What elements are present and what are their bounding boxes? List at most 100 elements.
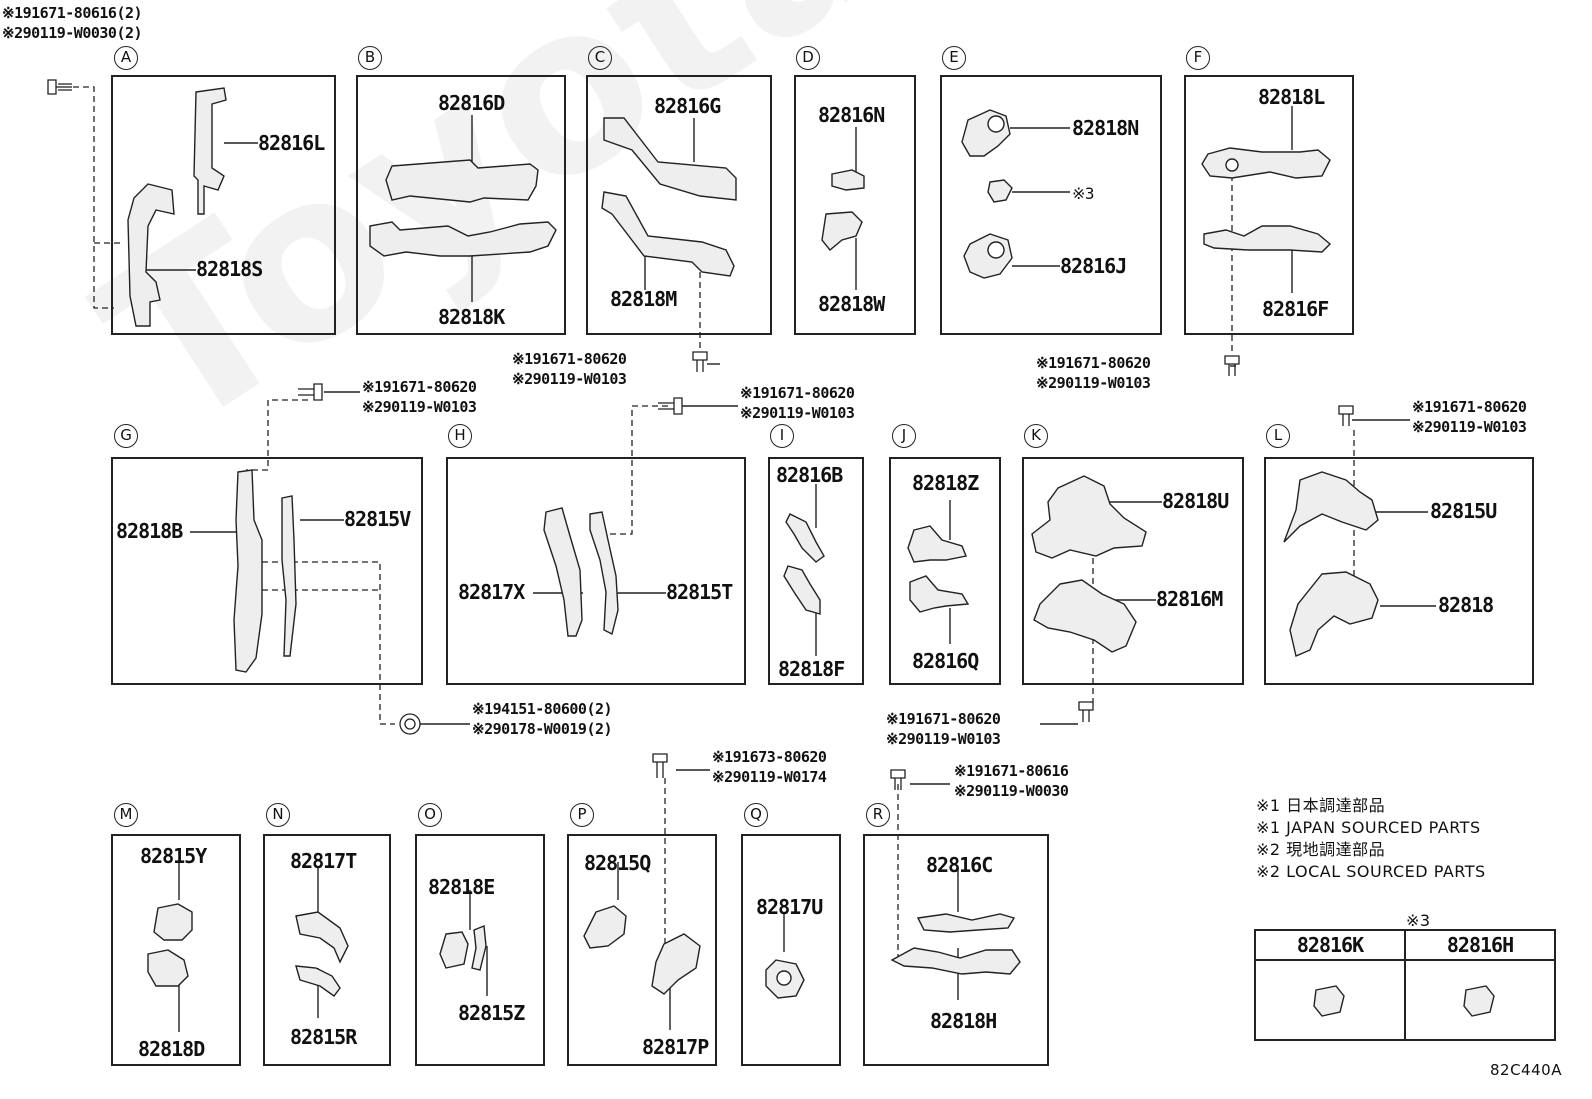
part-number-82818B: 82818B: [116, 519, 183, 543]
fastener-gh-line2: ※290178-W0019(2): [472, 720, 613, 738]
panel-p: [567, 834, 717, 1066]
panel-g: [111, 457, 423, 685]
panel-label-g: G: [114, 424, 138, 448]
fastener-r-line2: ※290119-W0030: [954, 782, 1069, 800]
fastener-r-line1: ※191671-80616: [954, 762, 1069, 780]
panel-r: [863, 834, 1049, 1066]
panel-label-h: H: [448, 424, 472, 448]
fastener-g-line1: ※191671-80620: [362, 378, 477, 396]
fastener-p-line2: ※290119-W0174: [712, 768, 827, 786]
part-number-82816Q: 82816Q: [912, 649, 979, 673]
supplement-table: 82816K 82816H: [1254, 929, 1556, 1041]
panel-label-o: O: [418, 803, 442, 827]
part-number-82817X: 82817X: [458, 580, 525, 604]
supplement-part-82816K: 82816K: [1254, 929, 1406, 961]
fastener-g-line2: ※290119-W0103: [362, 398, 477, 416]
panel-k: [1022, 457, 1244, 685]
part-number-82815Z: 82815Z: [458, 1001, 525, 1025]
panel-c: [586, 75, 772, 335]
part-number-82817U: 82817U: [756, 895, 823, 919]
fastener-c-line2: ※290119-W0103: [512, 370, 627, 388]
panel-label-j: J: [892, 424, 916, 448]
part-82816L: [194, 88, 226, 214]
panel-label-r: R: [866, 803, 890, 827]
panel-o: [415, 834, 545, 1066]
part-number-82816M: 82816M: [1156, 587, 1223, 611]
fastener-h-line2: ※290119-W0103: [740, 404, 855, 422]
part-number-82815T: 82815T: [666, 580, 733, 604]
panel-label-i: I: [770, 424, 794, 448]
part-number-82815R: 82815R: [290, 1025, 357, 1049]
part-number-82816N: 82816N: [818, 103, 885, 127]
diagram-code: 82C440A: [1490, 1061, 1562, 1079]
part-number-82816C: 82816C: [926, 853, 993, 877]
part-number-82818W: 82818W: [818, 292, 885, 316]
supplement-title: ※3: [1406, 911, 1431, 930]
part-number-82816J: 82816J: [1060, 254, 1127, 278]
panel-label-k: K: [1024, 424, 1048, 448]
part-number-82818L: 82818L: [1258, 85, 1325, 109]
panel-label-m: M: [114, 803, 138, 827]
panel-label-a: A: [114, 46, 138, 70]
fastener-k-line1: ※191671-80620: [886, 710, 1001, 728]
fastener-p-line1: ※191673-80620: [712, 748, 827, 766]
panel-label-c: C: [588, 46, 612, 70]
top-fastener-line1: ※191671-80616(2): [2, 4, 143, 22]
part-number-82816B: 82816B: [776, 463, 843, 487]
fastener-l-line2: ※290119-W0103: [1412, 418, 1527, 436]
part-number-82817P: 82817P: [642, 1035, 709, 1059]
panel-i: [768, 457, 864, 685]
supplement-image-82816K: [1254, 959, 1406, 1041]
panel-n: [263, 834, 391, 1066]
panel-l: [1264, 457, 1534, 685]
panel-h: [446, 457, 746, 685]
note-local-jp: ※2 現地調達部品: [1256, 840, 1386, 859]
part-number-82816D: 82816D: [438, 91, 505, 115]
supplement-image-82816H: [1404, 959, 1556, 1041]
panel-label-e: E: [942, 46, 966, 70]
part-number-82815V: 82815V: [344, 507, 411, 531]
panel-label-l: L: [1266, 424, 1290, 448]
panel-label-q: Q: [744, 803, 768, 827]
part-number-82818N: 82818N: [1072, 116, 1139, 140]
part-number-82818S: 82818S: [196, 257, 263, 281]
part-number-82815Q: 82815Q: [584, 851, 651, 875]
panel-label-p: P: [570, 803, 594, 827]
part-number-82816L: 82816L: [258, 131, 325, 155]
part-number-82818M: 82818M: [610, 287, 677, 311]
panel-label-f: F: [1186, 46, 1210, 70]
part-number-82818U: 82818U: [1162, 489, 1229, 513]
panel-q: [741, 834, 841, 1066]
supplement-part-82816H: 82816H: [1404, 929, 1556, 961]
top-fastener-line2: ※290119-W0030(2): [2, 24, 143, 42]
part-number-82818Z: 82818Z: [912, 471, 979, 495]
panel-b: [356, 75, 566, 335]
part-number-82815U: 82815U: [1430, 499, 1497, 523]
note-japan-en: ※1 JAPAN SOURCED PARTS: [1256, 818, 1481, 837]
panel-j: [889, 457, 1001, 685]
panel-e: [940, 75, 1162, 335]
part-number-82818D: 82818D: [138, 1037, 205, 1061]
fastener-f-line1: ※191671-80620: [1036, 354, 1151, 372]
panel-label-d: D: [796, 46, 820, 70]
fastener-c-line1: ※191671-80620: [512, 350, 627, 368]
part-number-82818F: 82818F: [778, 657, 845, 681]
part-number-82818H: 82818H: [930, 1009, 997, 1033]
fastener-l-line1: ※191671-80620: [1412, 398, 1527, 416]
part-number-82818E: 82818E: [428, 875, 495, 899]
part-number-82818K: 82818K: [438, 305, 505, 329]
fastener-f-line2: ※290119-W0103: [1036, 374, 1151, 392]
panel-m: [111, 834, 241, 1066]
part-82818S: [128, 184, 174, 326]
part-number-82816F: 82816F: [1262, 297, 1329, 321]
part-number-82815Y: 82815Y: [140, 844, 207, 868]
fastener-h-line1: ※191671-80620: [740, 384, 855, 402]
note-japan-jp: ※1 日本調達部品: [1256, 796, 1386, 815]
part-note-3: ※3: [1072, 184, 1095, 203]
part-number-82816G: 82816G: [654, 94, 721, 118]
panel-a: [111, 75, 336, 335]
panel-label-n: N: [266, 803, 290, 827]
panel-label-b: B: [358, 46, 382, 70]
panel-f: [1184, 75, 1354, 335]
